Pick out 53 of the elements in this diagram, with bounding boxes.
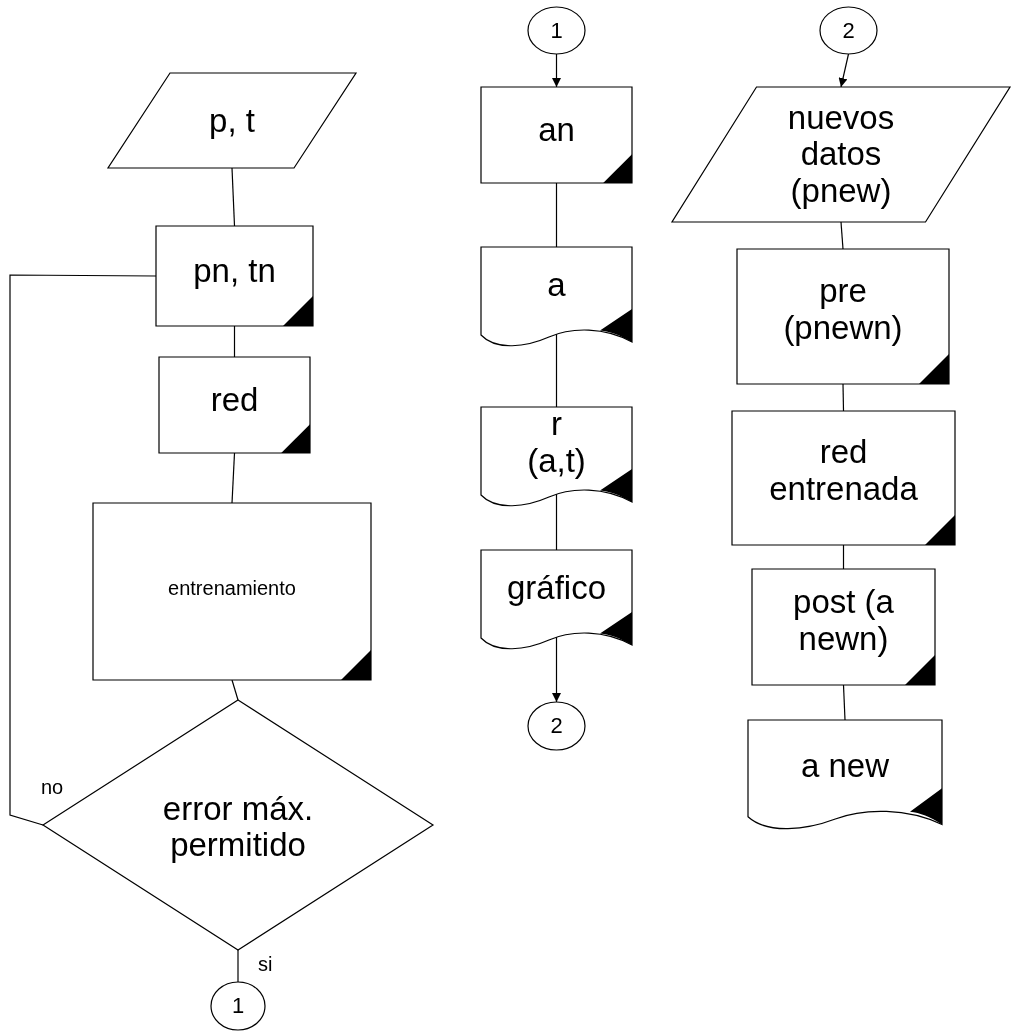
- data-parallelogram: [672, 87, 1010, 222]
- document-shape: [481, 550, 632, 650]
- connector-line: [233, 325, 236, 358]
- connector-number: 1: [549, 18, 564, 43]
- connector-line: [555, 493, 558, 551]
- process-box: [93, 503, 371, 680]
- node-label: pre (pnewn): [782, 272, 904, 347]
- arrow: [552, 636, 561, 703]
- connector-line: [555, 182, 558, 248]
- connector-line: [231, 167, 236, 227]
- arrow: [552, 53, 561, 88]
- process-box: [752, 569, 935, 685]
- process-box: [156, 226, 313, 326]
- node-label: pn, tn: [192, 252, 277, 290]
- node-label: p, t: [208, 102, 256, 139]
- connector-line: [237, 949, 239, 983]
- connector-line: [840, 221, 844, 250]
- connector-line: [9, 274, 157, 826]
- connector-number: 2: [549, 713, 564, 739]
- connector-line: [555, 333, 558, 408]
- connector-circle: [528, 702, 585, 750]
- document-shape: [481, 247, 632, 347]
- connector-number: 2: [841, 18, 856, 43]
- document-shape: [481, 407, 632, 507]
- node-label: gráfico: [505, 569, 608, 607]
- document-shape: [748, 720, 942, 830]
- connector-number: 1: [230, 993, 246, 1019]
- node-label: a new: [799, 747, 891, 785]
- process-box: [481, 87, 632, 183]
- connector-circle: [211, 982, 265, 1030]
- decision-diamond: [43, 700, 433, 950]
- node-label: red entrenada: [768, 434, 919, 509]
- process-box: [159, 357, 310, 453]
- connector-line: [842, 684, 846, 721]
- connector-circle: [820, 7, 877, 54]
- connector-circle: [528, 7, 585, 54]
- node-label: a: [546, 266, 567, 304]
- node-label: error máx. permitido: [161, 790, 315, 865]
- node-label: entrenamiento: [167, 576, 297, 600]
- connector-line: [231, 452, 236, 504]
- node-label: red: [209, 381, 260, 419]
- node-label: nuevos datos (pnew): [786, 99, 896, 210]
- node-label: post (a newn): [792, 584, 895, 659]
- arrow: [838, 53, 850, 88]
- process-box: [732, 411, 955, 545]
- process-box: [737, 249, 949, 384]
- node-label: an: [537, 111, 576, 149]
- edge-label: si: [257, 954, 274, 974]
- node-label: r (a,t): [526, 406, 587, 480]
- connector-line: [842, 544, 845, 570]
- connector-line: [842, 383, 845, 412]
- connector-line: [231, 679, 239, 701]
- data-parallelogram: [108, 73, 356, 168]
